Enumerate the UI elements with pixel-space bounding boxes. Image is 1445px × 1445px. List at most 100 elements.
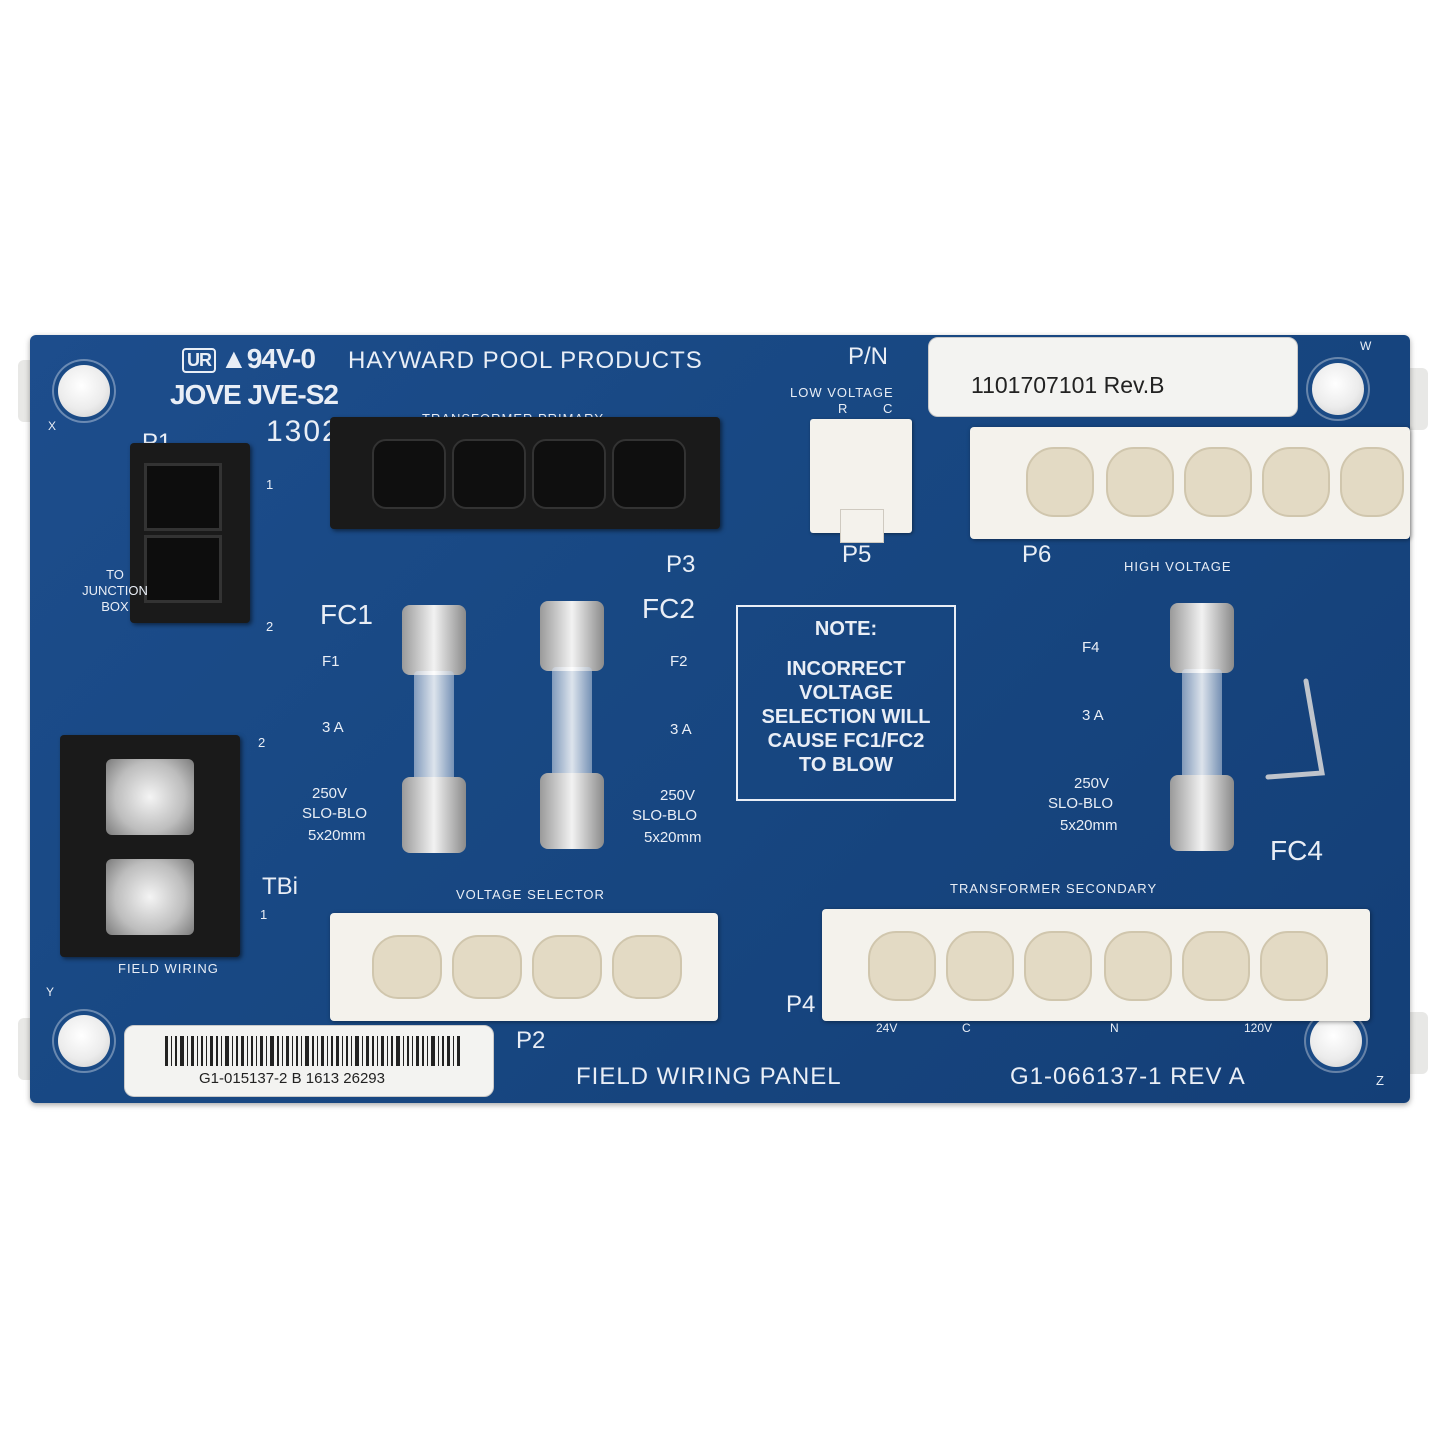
note-line-2: VOLTAGE bbox=[799, 682, 893, 704]
p3-connector[interactable] bbox=[330, 417, 720, 529]
p4-pin-socket bbox=[1182, 931, 1250, 1001]
p6-ref: P6 bbox=[1022, 541, 1052, 568]
p4-pin-24v: 24V bbox=[876, 1021, 898, 1035]
corner-y: Y bbox=[46, 985, 55, 999]
ul-logo: UR▲94V-0 bbox=[182, 343, 316, 375]
ul-recognized-icon: UR bbox=[182, 348, 216, 374]
p2-pin-socket bbox=[612, 935, 682, 999]
mount-hole-top-left bbox=[58, 365, 110, 417]
fc1-amps: 3 A bbox=[322, 719, 344, 736]
p2-ref: P2 bbox=[516, 1027, 546, 1054]
fc1-fuse: F1 bbox=[322, 653, 340, 670]
warning-note-box: NOTE: INCORRECT VOLTAGE SELECTION WILL C… bbox=[736, 605, 956, 801]
tb1-ref: TBi bbox=[262, 873, 298, 900]
fc4-fuse: F4 bbox=[1082, 639, 1100, 656]
tb1-label: FIELD WIRING bbox=[118, 961, 219, 976]
p4-label: TRANSFORMER SECONDARY bbox=[950, 881, 1158, 896]
fc2-fuse: F2 bbox=[670, 653, 688, 670]
p6-connector[interactable] bbox=[970, 427, 1410, 539]
corner-x: X bbox=[48, 419, 57, 433]
fuse-glass bbox=[414, 671, 454, 781]
mount-hole-top-right bbox=[1312, 363, 1364, 415]
p1-connector[interactable] bbox=[130, 443, 250, 623]
tb1-pin2: 2 bbox=[258, 735, 266, 750]
fuse-clip-bottom bbox=[540, 773, 604, 849]
fc4-amps: 3 A bbox=[1082, 707, 1104, 724]
p2-pin-socket bbox=[372, 935, 442, 999]
p6-pin-socket bbox=[1184, 447, 1252, 517]
p4-pin-socket bbox=[946, 931, 1014, 1001]
fuse-glass bbox=[1182, 669, 1222, 779]
note-line-4: CAUSE FC1/FC2 bbox=[767, 730, 925, 752]
p5-pin-c: C bbox=[883, 401, 893, 416]
fc2-amps: 3 A bbox=[670, 721, 692, 738]
circuit-board: W X Y Z UR▲94V-0 HAYWARD POOL PRODUCTS J… bbox=[30, 335, 1410, 1103]
p1-label: TO JUNCTION BOX bbox=[82, 567, 148, 614]
date-code: 1302 bbox=[266, 415, 341, 448]
corner-z: Z bbox=[1376, 1073, 1384, 1088]
p4-pin-c: C bbox=[962, 1021, 971, 1035]
part-number-text: 1101707101 Rev.B bbox=[971, 372, 1165, 398]
p3-pin-socket bbox=[612, 439, 686, 509]
p2-connector[interactable] bbox=[330, 913, 718, 1021]
fuse-glass bbox=[552, 667, 592, 777]
p4-pin-120v: 120V bbox=[1244, 1021, 1273, 1035]
p6-pin-socket bbox=[1026, 447, 1094, 517]
p2-pin-socket bbox=[452, 935, 522, 999]
p4-pin-socket bbox=[1024, 931, 1092, 1001]
p2-label: VOLTAGE SELECTOR bbox=[456, 887, 605, 902]
fc2-fuse-holder[interactable] bbox=[540, 583, 604, 867]
p5-label: LOW VOLTAGE bbox=[790, 385, 894, 400]
fc1-type: SLO-BLO bbox=[302, 805, 368, 822]
note-title: NOTE: bbox=[814, 618, 878, 640]
fc1-ref: FC1 bbox=[320, 599, 373, 630]
fuse-clip-bottom bbox=[402, 777, 466, 853]
p4-pin-socket bbox=[868, 931, 936, 1001]
p3-pin-socket bbox=[372, 439, 446, 509]
tb1-pin1: 1 bbox=[260, 907, 268, 922]
barcode-icon bbox=[165, 1036, 460, 1066]
p4-ref: P4 bbox=[786, 991, 816, 1018]
p6-pin-socket bbox=[1340, 447, 1404, 517]
panel-name: FIELD WIRING PANEL bbox=[576, 1063, 842, 1090]
vendor-code: JOVE JVE-S2 bbox=[170, 379, 339, 410]
panel-part-number: G1-066137-1 REV A bbox=[1010, 1063, 1246, 1090]
note-line-1: INCORRECT bbox=[786, 658, 906, 680]
fc4-size: 5x20mm bbox=[1060, 817, 1118, 834]
p4-connector[interactable] bbox=[822, 909, 1370, 1021]
p6-pin-socket bbox=[1262, 447, 1330, 517]
fuse-clip-top bbox=[540, 601, 604, 671]
p3-ref: P3 bbox=[666, 551, 696, 578]
jumper-wire bbox=[1265, 678, 1325, 780]
p3-pin-socket bbox=[532, 439, 606, 509]
p5-connector[interactable] bbox=[810, 419, 912, 543]
p5-tab bbox=[840, 509, 884, 543]
fuse-clip-top bbox=[1170, 603, 1234, 673]
p6-pin-socket bbox=[1106, 447, 1174, 517]
p2-pin-socket bbox=[532, 935, 602, 999]
tb1-terminal-block[interactable] bbox=[60, 735, 240, 957]
screw-terminal-icon bbox=[106, 859, 194, 935]
p4-pin-socket bbox=[1104, 931, 1172, 1001]
fc1-fuse-holder[interactable] bbox=[402, 587, 466, 867]
p1-pin2: 2 bbox=[266, 619, 274, 634]
p1-pin1: 1 bbox=[266, 477, 274, 492]
fc1-size: 5x20mm bbox=[308, 827, 366, 844]
maker-name: HAYWARD POOL PRODUCTS bbox=[348, 347, 703, 374]
fc4-fuse-holder[interactable] bbox=[1170, 585, 1234, 869]
p4-pin-n: N bbox=[1110, 1021, 1119, 1035]
fc2-size: 5x20mm bbox=[644, 829, 702, 846]
p6-label: HIGH VOLTAGE bbox=[1124, 559, 1232, 574]
fc2-volt: 250V bbox=[660, 787, 696, 804]
ul-rating: 94V-0 bbox=[246, 343, 316, 374]
note-line-3: SELECTION WILL bbox=[761, 706, 931, 728]
mount-hole-bottom-right bbox=[1310, 1015, 1362, 1067]
barcode-text: G1-015137-2 B 1613 26293 bbox=[199, 1070, 385, 1087]
fc1-volt: 250V bbox=[312, 785, 348, 802]
barcode-label: G1-015137-2 B 1613 26293 bbox=[124, 1025, 494, 1097]
fc4-type: SLO-BLO bbox=[1048, 795, 1114, 812]
fc2-ref: FC2 bbox=[642, 593, 695, 624]
p4-pin-socket bbox=[1260, 931, 1328, 1001]
p5-pin-r: R bbox=[838, 401, 848, 416]
p1-pin-socket bbox=[144, 463, 222, 531]
